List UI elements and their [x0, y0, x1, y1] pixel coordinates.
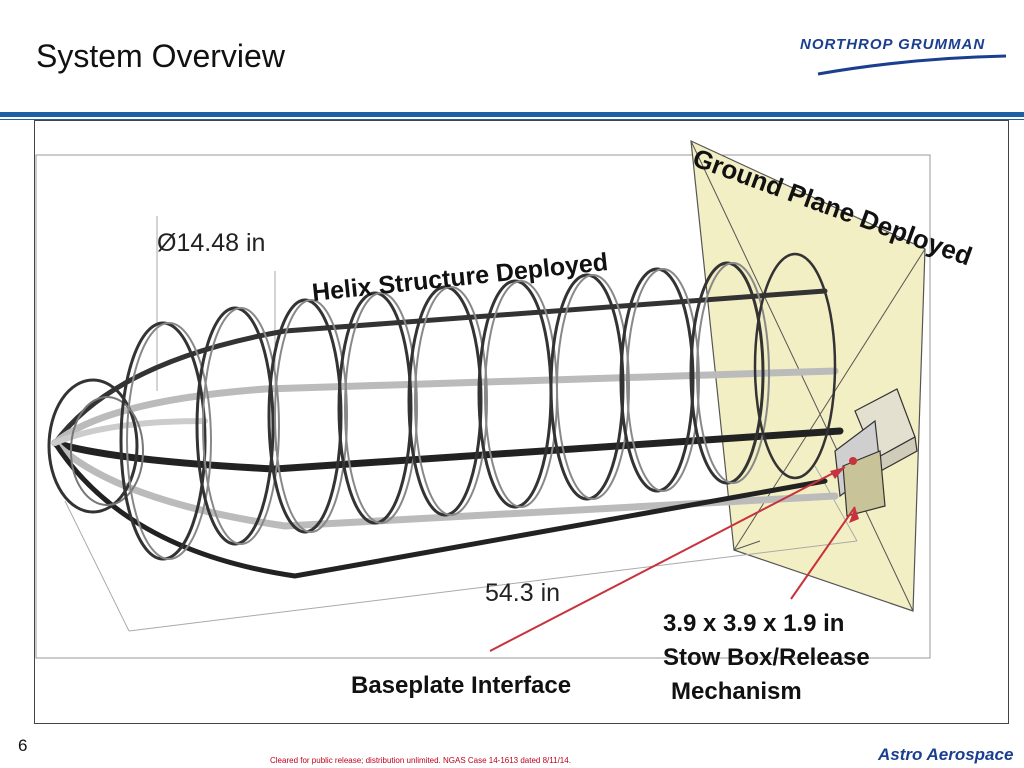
release-note: Cleared for public release; distribution…: [270, 756, 571, 765]
stow-box: [834, 388, 918, 517]
length-label: 54.3 in: [485, 579, 560, 607]
helix-antenna-drawing: Ø14.48 in Helix Structure Deployed Groun…: [35, 140, 976, 705]
northrop-grumman-logo: NORTHROP GRUMMAN: [800, 30, 1010, 80]
stow-box-arrowhead: [849, 507, 859, 523]
stow-box-mechanism-label: Mechanism: [671, 678, 802, 705]
drawing-border: [35, 154, 931, 659]
astro-aerospace-logo: Astro Aerospace: [878, 745, 1014, 764]
ground-plane-diagonal-1: [690, 140, 914, 612]
baseplate-leader-arrow: [489, 466, 846, 652]
stow-box-name-label: Stow Box/Release: [663, 644, 870, 671]
baseplate-interface-label: Baseplate Interface: [351, 672, 571, 699]
diameter-label: Ø14.48 in: [157, 229, 265, 257]
stow-box-leader-arrow: [790, 506, 856, 600]
northrop-grumman-logo-text: NORTHROP GRUMMAN: [800, 36, 986, 53]
ground-plane-edge-front: [733, 540, 761, 551]
logo-swoosh-icon: [817, 54, 1007, 76]
stow-box-dimension-label: 3.9 x 3.9 x 1.9 in: [663, 610, 844, 637]
nose-cap-inner: [70, 396, 144, 506]
header-rule-thin: [0, 119, 1024, 120]
system-diagram: Ø14.48 in Helix Structure Deployed Groun…: [34, 120, 1009, 724]
page-number: 6: [18, 736, 28, 755]
nose-cap: [47, 378, 139, 514]
slide-title: System Overview: [36, 38, 285, 74]
baseplate-arrowhead: [830, 467, 845, 479]
length-dimension-line: [128, 540, 858, 632]
helix-rings: [119, 252, 837, 561]
length-extension-left: [64, 500, 130, 632]
header-rule: [0, 112, 1024, 117]
